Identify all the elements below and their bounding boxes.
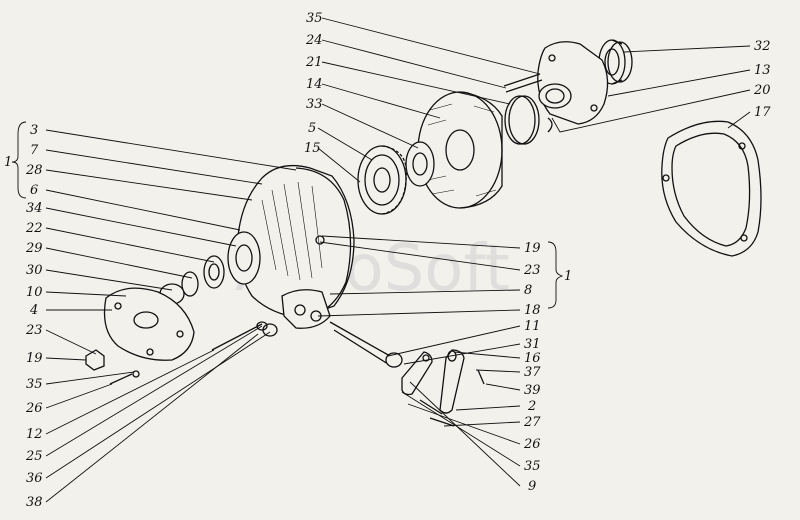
gear-part bbox=[357, 145, 408, 215]
group-label-1-right: 1 bbox=[564, 269, 572, 284]
callout-33: 33 bbox=[306, 97, 323, 112]
flange-part bbox=[503, 41, 609, 125]
fasteners-left bbox=[85, 321, 278, 385]
callout-11: 11 bbox=[524, 319, 541, 334]
callout-16: 16 bbox=[524, 351, 541, 366]
callout-35: 35 bbox=[524, 459, 541, 474]
callout-31: 31 bbox=[524, 337, 541, 352]
callout-23: 23 bbox=[25, 323, 43, 338]
callout-25: 25 bbox=[25, 449, 43, 464]
callout-13: 13 bbox=[754, 63, 771, 78]
group-label-1-left: 1 bbox=[4, 155, 12, 170]
callout-22: 22 bbox=[25, 221, 43, 236]
callout-19: 19 bbox=[524, 241, 541, 256]
callout-36: 36 bbox=[26, 471, 43, 486]
callout-23: 23 bbox=[523, 263, 541, 278]
callout-24: 24 bbox=[305, 33, 323, 48]
callout-34: 34 bbox=[26, 201, 43, 216]
retaining-ring-part bbox=[504, 95, 553, 145]
callout-26: 26 bbox=[25, 401, 43, 416]
callout-29: 29 bbox=[25, 241, 43, 256]
callout-4: 4 bbox=[29, 303, 38, 318]
leader-lines bbox=[11, 17, 751, 503]
callout-21: 21 bbox=[305, 55, 323, 70]
callout-2: 2 bbox=[527, 399, 536, 414]
gasket-part bbox=[661, 120, 762, 257]
callout-labels: 35 24 21 14 33 5 15 32 13 20 17 3 7 28 6… bbox=[4, 11, 771, 510]
callout-28: 28 bbox=[25, 163, 43, 178]
shaft-part bbox=[310, 310, 403, 368]
callout-10: 10 bbox=[26, 285, 43, 300]
callout-39: 39 bbox=[524, 383, 541, 398]
callout-27: 27 bbox=[523, 415, 541, 430]
callout-38: 38 bbox=[26, 495, 43, 510]
callout-30: 30 bbox=[26, 263, 43, 278]
cover-part bbox=[103, 287, 195, 361]
shaft-bearing-stack bbox=[159, 255, 225, 305]
drum-part bbox=[417, 91, 503, 209]
callout-35: 35 bbox=[26, 377, 43, 392]
callout-32: 32 bbox=[754, 39, 771, 54]
callout-26: 26 bbox=[523, 437, 541, 452]
callout-6: 6 bbox=[30, 183, 38, 198]
callout-3: 3 bbox=[30, 123, 38, 138]
callout-19: 19 bbox=[26, 351, 43, 366]
callout-18: 18 bbox=[524, 303, 541, 318]
callout-17: 17 bbox=[754, 105, 771, 120]
callout-14: 14 bbox=[306, 77, 323, 92]
callout-15: 15 bbox=[304, 141, 321, 156]
callout-7: 7 bbox=[30, 143, 39, 158]
callout-9: 9 bbox=[528, 479, 536, 494]
lever-assembly-part bbox=[401, 349, 485, 427]
housing-part bbox=[227, 164, 355, 329]
callout-12: 12 bbox=[26, 427, 43, 442]
callout-5: 5 bbox=[308, 121, 316, 136]
callout-35: 35 bbox=[306, 11, 323, 26]
center-bearing-part bbox=[405, 141, 435, 187]
callout-8: 8 bbox=[524, 283, 532, 298]
callout-37: 37 bbox=[524, 365, 541, 380]
callout-20: 20 bbox=[753, 83, 771, 98]
